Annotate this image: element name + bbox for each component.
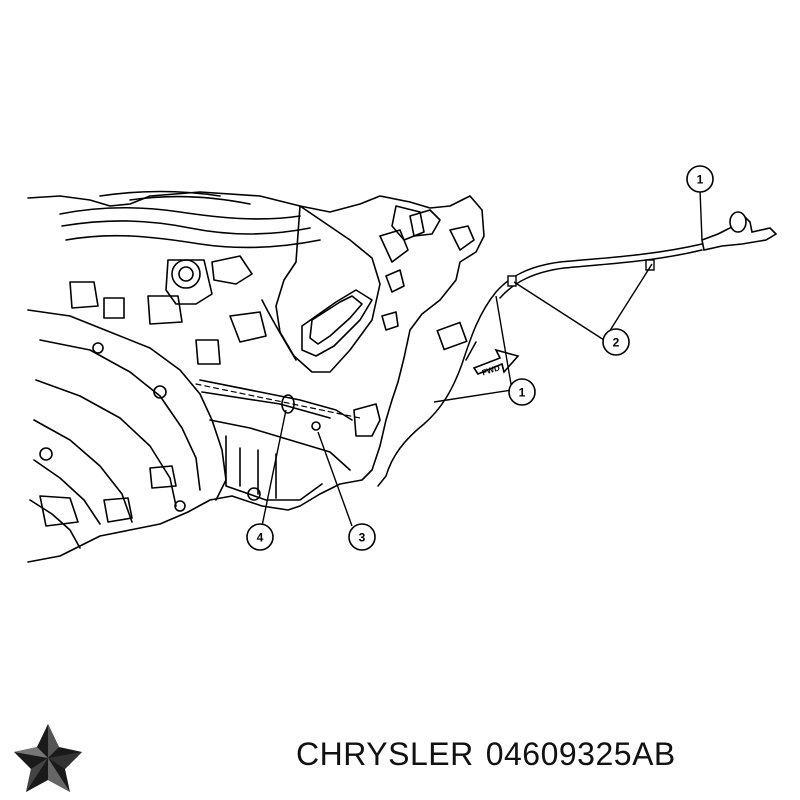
harness-clip	[645, 259, 655, 271]
part-number: 04609325AB	[485, 736, 676, 772]
harness-clip	[507, 275, 517, 287]
callout-number: 1	[519, 386, 526, 400]
wire-connector-clip	[436, 321, 468, 351]
pentastar-logo-icon	[14, 724, 82, 792]
sensor-wire-harness	[377, 243, 703, 487]
callout-1-bottom: 1	[508, 378, 536, 406]
sensor-head-icon	[701, 211, 778, 251]
forward-arrow-icon: FWD	[472, 348, 520, 377]
callout-number: 2	[613, 336, 620, 350]
callout-number: 3	[359, 531, 366, 545]
callout-2: 2	[602, 328, 630, 356]
callout-number: 4	[257, 531, 264, 545]
brand-name: CHRYSLER	[296, 736, 474, 772]
engine-assembly-illustration	[27, 190, 485, 563]
callout-3: 3	[348, 523, 376, 551]
callout-1-top: 1	[686, 165, 714, 193]
callout-4: 4	[246, 523, 274, 551]
callout-number: 1	[697, 173, 704, 187]
brand-part-label: CHRYSLER 04609325AB	[296, 736, 676, 773]
callout-leader-lines	[261, 189, 703, 527]
